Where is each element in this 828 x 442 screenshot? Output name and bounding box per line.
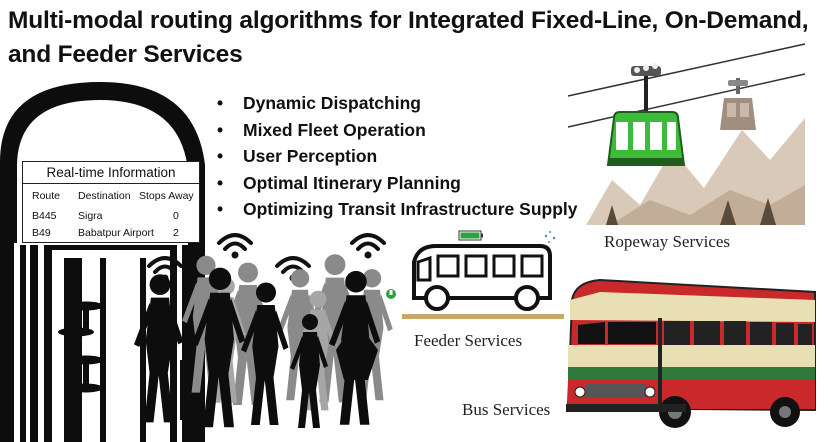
city-bus-illustration xyxy=(566,278,816,428)
gondola-cabin xyxy=(606,63,686,166)
stools xyxy=(58,301,104,393)
board-header-route: Route xyxy=(32,190,61,202)
pin-icon xyxy=(386,289,396,299)
board-destination: Babatpur Airport xyxy=(78,227,154,239)
feeder-bus-illustration xyxy=(402,230,564,319)
page-title: Multi-modal routing algorithms for Integ… xyxy=(8,7,809,68)
wifi-icon xyxy=(350,233,386,261)
feeder-caption: Feeder Services xyxy=(414,331,523,350)
board-route: B49 xyxy=(32,227,51,239)
board-route: B445 xyxy=(32,210,57,222)
feature-item: User Perception xyxy=(217,143,577,170)
ropeway-illustration xyxy=(567,43,806,225)
board-header-destination: Destination xyxy=(78,190,131,202)
feature-item: Optimizing Transit Infrastructure Supply xyxy=(217,196,577,223)
board-stops: 2 xyxy=(173,227,179,239)
board-destination: Sigra xyxy=(78,210,103,222)
feature-item: Dynamic Dispatching xyxy=(217,90,577,117)
feature-item: Mixed Fleet Operation xyxy=(217,117,577,144)
realtime-info-board: Real-time Information Route Destination … xyxy=(22,161,200,243)
ropeway-caption: Ropeway Services xyxy=(604,232,731,251)
board-header-stops: Stops Away xyxy=(139,190,194,202)
battery-icon xyxy=(458,230,483,241)
feature-item: Optimal Itinerary Planning xyxy=(217,170,577,197)
board-stops: 0 xyxy=(173,210,179,222)
crowd xyxy=(134,254,393,428)
bus-caption: Bus Services xyxy=(462,400,551,419)
distant-gondola xyxy=(720,78,756,130)
sparkle-icon xyxy=(544,231,556,243)
board-divider xyxy=(23,183,199,184)
board-title: Real-time Information xyxy=(46,165,176,180)
wifi-icon xyxy=(217,233,253,261)
feature-list: Dynamic Dispatching Mixed Fleet Operatio… xyxy=(217,90,577,223)
